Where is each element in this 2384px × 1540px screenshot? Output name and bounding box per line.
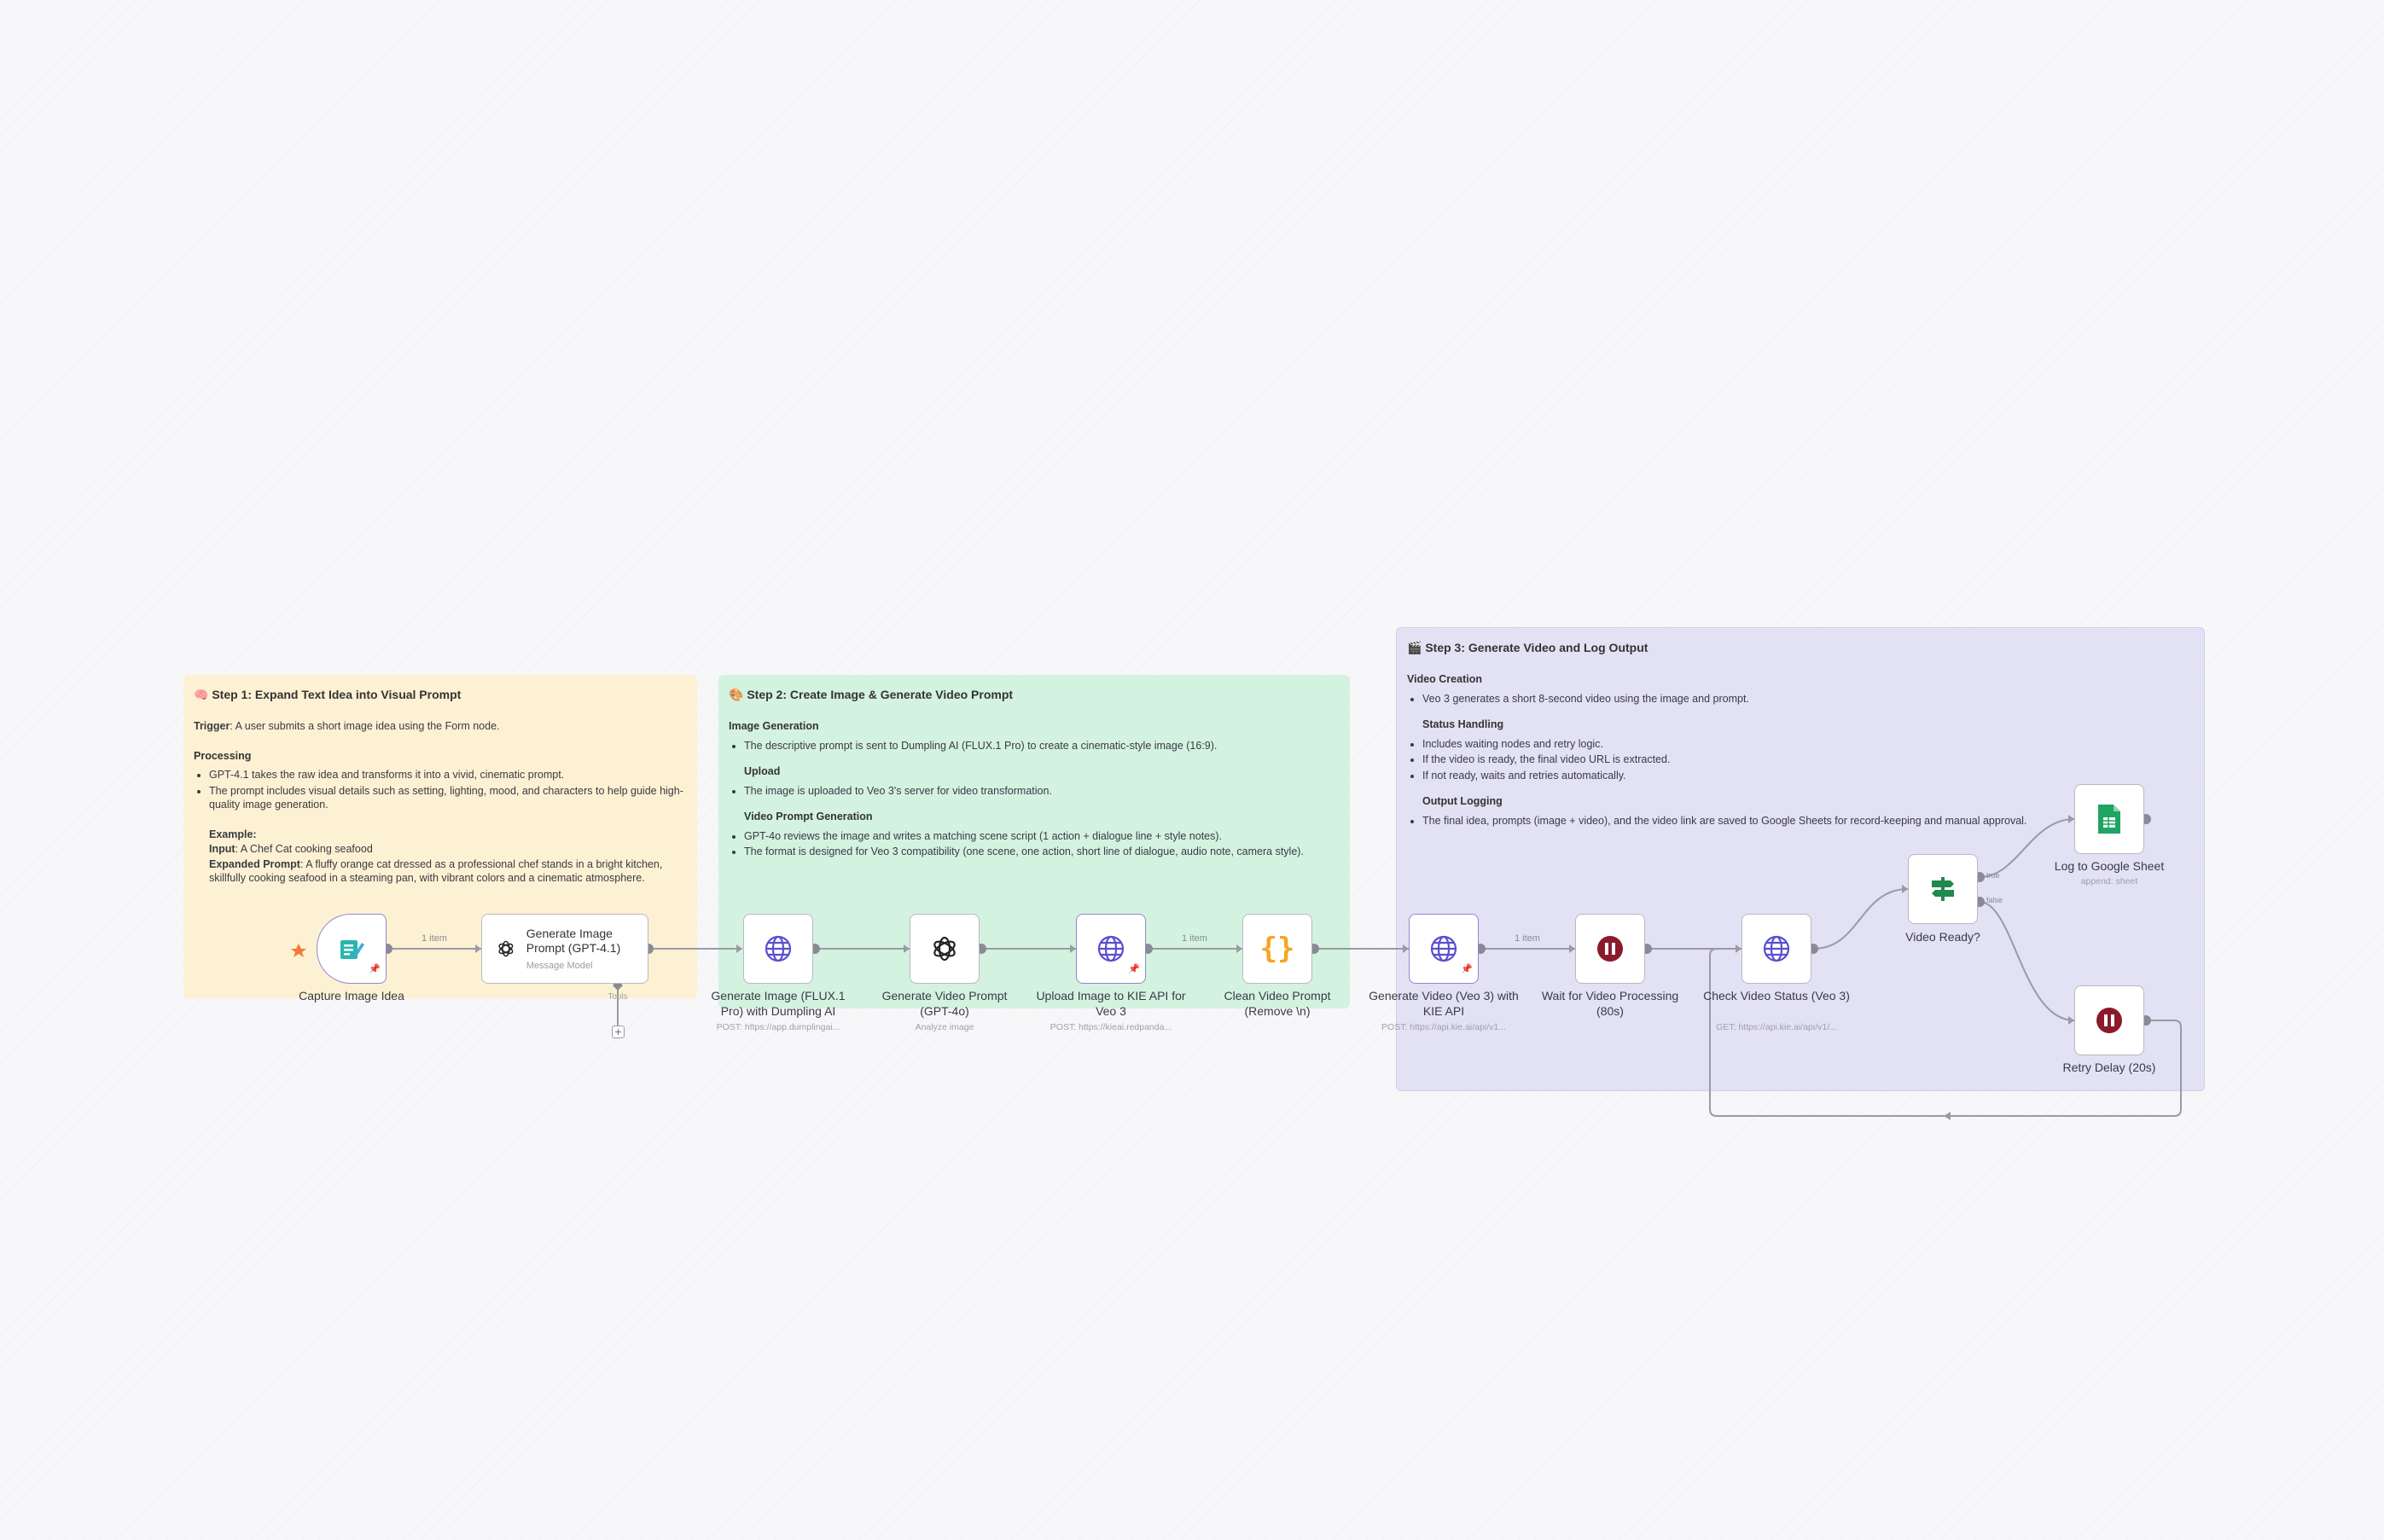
trigger-text: : A user submits a short image idea usin… xyxy=(230,720,500,733)
list-item: The prompt includes visual details such … xyxy=(209,784,687,812)
connection-true-to-sheet xyxy=(1979,818,2075,878)
node-check-video-status[interactable] xyxy=(1741,914,1811,984)
globe-icon xyxy=(765,935,792,962)
node-label: Check Video Status (Veo 3) xyxy=(1703,989,1850,1002)
add-tool-button[interactable]: + xyxy=(612,1026,625,1038)
node-subtitle: POST: https://api.kie.ai/api/v1... xyxy=(1381,1022,1506,1032)
video-creation-list: Veo 3 generates a short 8-second video u… xyxy=(1407,692,2194,706)
list-item: The format is designed for Veo 3 compati… xyxy=(744,845,1340,859)
node-label: Generate Video (Veo 3) with KIE API xyxy=(1369,989,1519,1019)
list-item: Includes waiting nodes and retry logic. xyxy=(1422,737,2194,752)
edge-label: 1 item xyxy=(422,933,447,944)
list-item: GPT-4.1 takes the raw idea and transform… xyxy=(209,768,687,782)
list-item: Veo 3 generates a short 8-second video u… xyxy=(1422,692,2194,706)
node-subtitle: POST: https://kieai.redpanda... xyxy=(1050,1022,1172,1032)
example-label: Example: xyxy=(209,828,257,840)
image-gen-list: The descriptive prompt is sent to Dumpli… xyxy=(729,739,1340,753)
pin-icon: 📌 xyxy=(1461,964,1473,974)
tools-label: Tools xyxy=(608,992,628,1002)
node-label: Upload Image to KIE API for Veo 3 xyxy=(1036,989,1186,1019)
node-generate-image[interactable] xyxy=(743,914,813,984)
sheets-icon xyxy=(2098,805,2120,834)
pause-icon xyxy=(2096,1008,2122,1033)
node-label: Generate Image (FLUX.1 Pro) with Dumplin… xyxy=(711,989,846,1019)
node-upload-image[interactable] xyxy=(1076,914,1146,984)
edge-label: 1 item xyxy=(1515,933,1540,944)
sticky-note-step3[interactable]: 🎬 Step 3: Generate Video and Log Output … xyxy=(1396,627,2205,1091)
node-clean-video-prompt[interactable]: {} xyxy=(1242,914,1312,984)
status-list: Includes waiting nodes and retry logic. … xyxy=(1407,737,2194,783)
connection-false-to-retry xyxy=(1979,901,2075,1021)
node-label: Video Ready? xyxy=(1905,930,1980,944)
output-label: Output Logging xyxy=(1422,795,1503,808)
trigger-line: Trigger: A user submits a short image id… xyxy=(194,719,687,734)
openai-icon xyxy=(933,936,956,962)
node-retry-delay[interactable] xyxy=(2074,985,2144,1055)
list-item: The final idea, prompts (image + video),… xyxy=(1422,814,2194,828)
example-expanded: Expanded Prompt: A fluffy orange cat dre… xyxy=(209,857,687,886)
sticky-note-step1[interactable]: 🧠 Step 1: Expand Text Idea into Visual P… xyxy=(183,675,697,998)
trigger-bolt-icon xyxy=(291,944,306,957)
node-subtitle: Analyze image xyxy=(915,1022,974,1032)
globe-icon xyxy=(1430,935,1457,962)
video-prompt-label: Video Prompt Generation xyxy=(744,811,873,823)
false-branch-label: false xyxy=(1986,896,2003,904)
status-label: Status Handling xyxy=(1422,718,1504,731)
code-braces-icon: {} xyxy=(1259,932,1295,966)
sticky-title: 🎬 Step 3: Generate Video and Log Output xyxy=(1407,641,1648,654)
input-text: : A Chef Cat cooking seafood xyxy=(235,843,373,856)
form-icon xyxy=(340,940,364,959)
pause-icon xyxy=(1597,936,1623,962)
trigger-label: Trigger xyxy=(194,720,230,733)
edge-label: 1 item xyxy=(1182,933,1207,944)
list-item: If the video is ready, the final video U… xyxy=(1422,753,2194,767)
node-generate-video-prompt[interactable] xyxy=(910,914,980,984)
signpost-icon xyxy=(1932,877,1954,901)
node-label: Capture Image Idea xyxy=(299,989,404,1002)
processing-list: GPT-4.1 takes the raw idea and transform… xyxy=(194,768,687,812)
upload-list: The image is uploaded to Veo 3's server … xyxy=(729,784,1340,799)
output-list: The final idea, prompts (image + video),… xyxy=(1407,814,2194,828)
sticky-title: 🎨 Step 2: Create Image & Generate Video … xyxy=(729,688,1014,701)
sticky-title: 🧠 Step 1: Expand Text Idea into Visual P… xyxy=(194,688,462,701)
openai-icon xyxy=(498,940,514,957)
node-title: Generate Image Prompt (GPT-4.1) xyxy=(526,927,621,955)
image-gen-label: Image Generation xyxy=(729,720,819,733)
expanded-text: : A fluffy orange cat dressed as a profe… xyxy=(209,857,663,885)
example-block: Example: Input: A Chef Cat cooking seafo… xyxy=(209,828,687,886)
node-label: Retry Delay (20s) xyxy=(2062,1061,2156,1074)
list-item: The image is uploaded to Veo 3's server … xyxy=(744,784,1340,799)
globe-icon xyxy=(1097,935,1125,962)
connection-check-to-ready xyxy=(1812,888,1909,950)
node-subtitle: POST: https://app.dumplingai... xyxy=(716,1022,840,1032)
node-generate-image-prompt[interactable]: Generate Image Prompt (GPT-4.1) Message … xyxy=(481,914,648,984)
globe-icon xyxy=(1763,935,1790,962)
node-generate-video[interactable] xyxy=(1409,914,1479,984)
list-item: If not ready, waits and retries automati… xyxy=(1422,769,2194,783)
list-item: GPT-4o reviews the image and writes a ma… xyxy=(744,829,1340,844)
node-video-ready[interactable] xyxy=(1908,854,1978,924)
node-wait-video-processing[interactable] xyxy=(1575,914,1645,984)
expanded-label: Expanded Prompt xyxy=(209,857,300,870)
node-subtitle: append: sheet xyxy=(2080,876,2138,886)
node-log-google-sheet[interactable] xyxy=(2074,784,2144,854)
input-label: Input xyxy=(209,843,235,856)
true-branch-label: true xyxy=(1986,871,2000,880)
upload-label: Upload xyxy=(744,765,781,778)
node-subtitle: Message Model xyxy=(526,960,593,971)
pin-icon: 📌 xyxy=(1128,964,1140,974)
video-creation-label: Video Creation xyxy=(1407,673,1482,686)
node-label: Generate Video Prompt (GPT-4o) xyxy=(881,989,1008,1019)
example-input: Input: A Chef Cat cooking seafood xyxy=(209,842,687,857)
pin-icon: 📌 xyxy=(369,964,381,974)
list-item: The descriptive prompt is sent to Dumpli… xyxy=(744,739,1340,753)
node-label: Log to Google Sheet xyxy=(2054,859,2165,873)
node-label: Wait for Video Processing (80s) xyxy=(1541,989,1679,1019)
node-capture-image-idea[interactable] xyxy=(317,914,387,984)
node-label: Clean Video Prompt (Remove \n) xyxy=(1224,989,1331,1019)
processing-label: Processing xyxy=(194,749,252,762)
node-subtitle: GET: https://api.kie.ai/api/v1/... xyxy=(1716,1022,1837,1032)
video-prompt-list: GPT-4o reviews the image and writes a ma… xyxy=(729,829,1340,859)
